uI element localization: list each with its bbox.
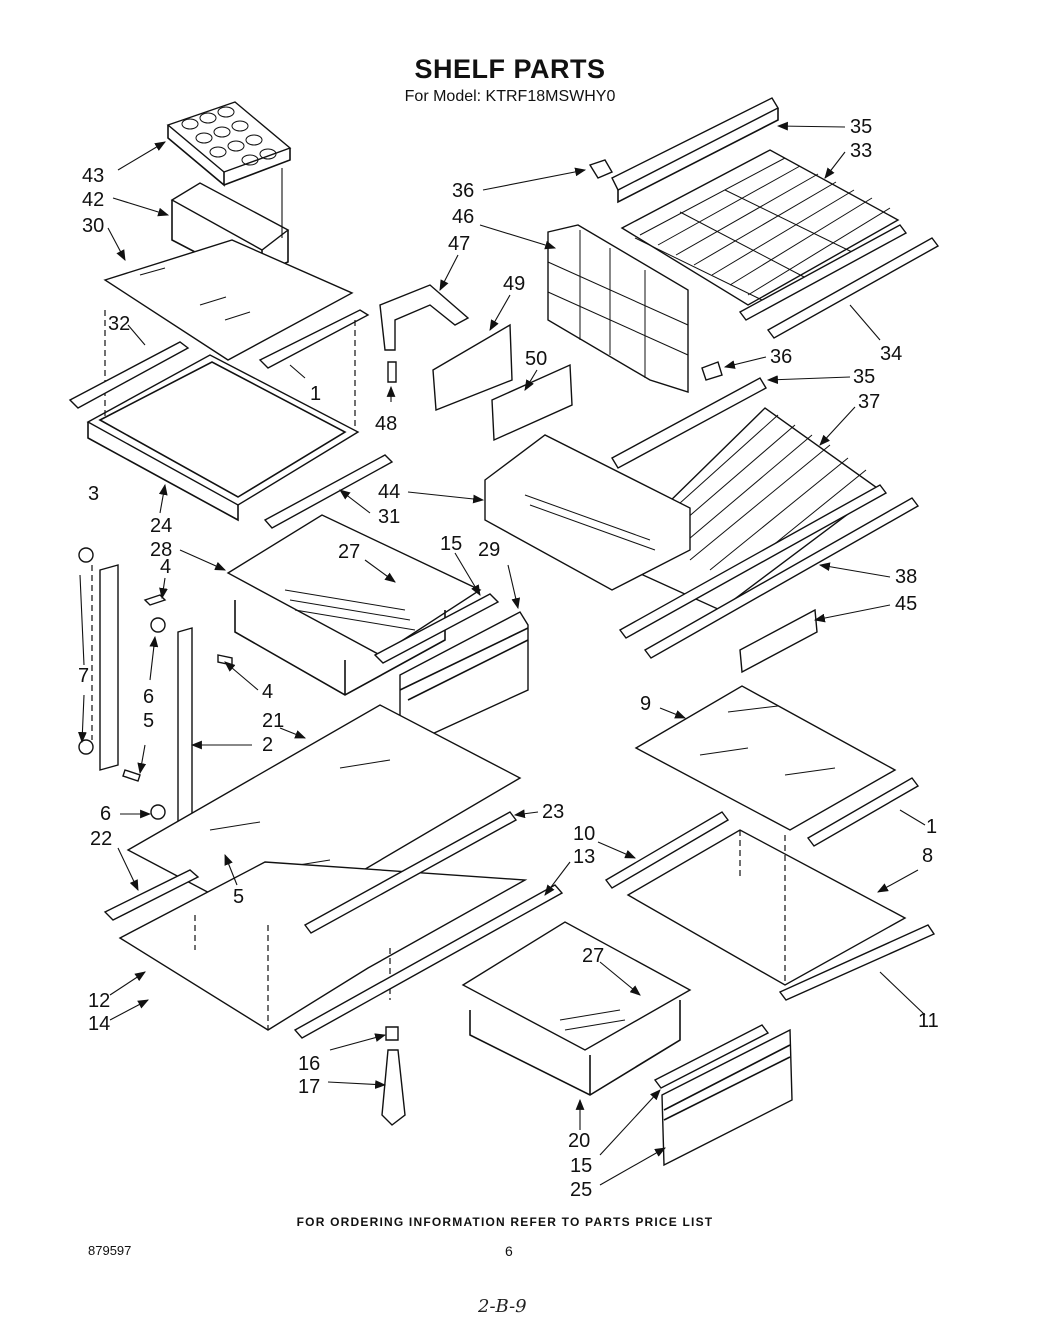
part-rail-34-a <box>738 224 908 321</box>
callout-22: 22 <box>90 828 112 850</box>
callout-21: 21 <box>262 710 284 732</box>
part-shelf-bracket-46 <box>547 224 689 393</box>
callout-28: 28 <box>150 539 172 561</box>
callout-4-mid: 4 <box>262 681 273 703</box>
callout-48: 48 <box>375 413 397 435</box>
callout-42: 42 <box>82 189 104 211</box>
callout-47: 47 <box>448 233 470 255</box>
callout-23: 23 <box>542 801 564 823</box>
part-rail-31 <box>263 454 394 529</box>
callout-2: 2 <box>262 734 273 756</box>
callout-4-top: 4 <box>160 556 171 578</box>
callout-37: 37 <box>858 391 880 413</box>
callout-3: 3 <box>88 483 99 505</box>
part-rail-1-right <box>806 777 920 847</box>
part-crisper-27-lower <box>461 921 692 1096</box>
part-rail-38-a <box>618 484 888 639</box>
callout-30: 30 <box>82 215 104 237</box>
part-trim-15-top <box>373 593 500 664</box>
callout-29: 29 <box>478 539 500 561</box>
callout-27-top: 27 <box>338 541 360 563</box>
callout-45: 45 <box>895 593 917 615</box>
callout-33: 33 <box>850 140 872 162</box>
page-title: SHELF PARTS <box>414 54 606 84</box>
part-rail-13 <box>293 884 564 1039</box>
callout-1: 1 <box>310 383 321 405</box>
part-trim-15-bottom <box>653 1024 770 1089</box>
part-shelf-frame-12 <box>118 861 528 1031</box>
callout-10: 10 <box>573 823 595 845</box>
callout-9: 9 <box>640 693 651 715</box>
part-rail-10 <box>604 811 730 889</box>
callout-5-low: 5 <box>233 886 244 908</box>
callout-27-low: 27 <box>582 945 604 967</box>
part-clip-36 <box>588 159 723 381</box>
model-subtitle: For Model: KTRF18MSWHY0 <box>404 88 616 105</box>
callout-15-top: 15 <box>440 533 462 555</box>
part-shelf-post-16-17 <box>381 1026 406 1126</box>
callout-17: 17 <box>298 1076 320 1098</box>
part-bracket-47 <box>379 284 470 383</box>
part-rail-35-top <box>611 97 779 204</box>
part-bin-44 <box>484 434 691 591</box>
callout-24: 24 <box>150 515 172 537</box>
part-shelf-supports-3-2 <box>78 547 233 858</box>
callout-6-mid: 6 <box>143 686 154 708</box>
callout-6-low: 6 <box>100 803 111 825</box>
part-rail-23 <box>303 811 518 934</box>
part-crisper-front-25 <box>661 1028 793 1167</box>
part-glass-shelf-30 <box>103 239 354 361</box>
part-rail-32 <box>68 341 190 409</box>
callout-50: 50 <box>525 348 547 370</box>
callout-15-low: 15 <box>570 1155 592 1177</box>
handwritten-note: 2-B-9 <box>478 1296 527 1317</box>
callout-38: 38 <box>895 566 917 588</box>
callout-36-bottom: 36 <box>770 346 792 368</box>
callout-49: 49 <box>503 273 525 295</box>
part-egg-tray-43 <box>166 101 292 187</box>
callout-43: 43 <box>82 165 104 187</box>
callout-34: 34 <box>880 343 902 365</box>
callout-8: 8 <box>922 845 933 867</box>
callout-32: 32 <box>108 313 130 335</box>
callout-13: 13 <box>573 846 595 868</box>
callout-35-bottom: 35 <box>853 366 875 388</box>
part-rail-38-b <box>643 497 920 659</box>
callout-11: 11 <box>918 1010 939 1032</box>
document-number: 879597 <box>88 1243 132 1258</box>
callout-7: 7 <box>78 665 89 687</box>
callout-14: 14 <box>88 1013 110 1035</box>
callout-31: 31 <box>378 506 400 528</box>
callout-36-top: 36 <box>452 180 474 202</box>
page-number: 6 <box>505 1243 513 1259</box>
callout-46: 46 <box>452 206 474 228</box>
callout-12: 12 <box>88 990 110 1012</box>
part-rail-35-bottom <box>611 377 767 469</box>
callout-25: 25 <box>570 1179 592 1201</box>
callout-5-mid: 5 <box>143 710 154 732</box>
part-rail-11 <box>778 924 936 1001</box>
part-shelf-frame-8 <box>626 829 907 986</box>
callout-16: 16 <box>298 1053 320 1075</box>
callout-1-right: 1 <box>926 816 937 838</box>
part-cover-45 <box>739 608 818 674</box>
part-wire-shelf-33 <box>620 149 900 306</box>
part-trim-1-top <box>258 309 370 369</box>
part-glass-shelf-9 <box>634 685 897 831</box>
ordering-info-note: FOR ORDERING INFORMATION REFER TO PARTS … <box>296 1215 714 1229</box>
part-shelf-frame-24 <box>86 310 360 522</box>
leader-lines <box>80 121 926 1186</box>
callout-35-top: 35 <box>850 116 872 138</box>
callout-20: 20 <box>568 1130 590 1152</box>
part-rail-34-b <box>766 237 940 339</box>
part-cover-49-50 <box>432 323 573 442</box>
callout-labels: 43 42 30 32 1 48 47 49 50 46 36 35 33 34… <box>78 116 939 1201</box>
callout-44: 44 <box>378 481 400 503</box>
part-rail-22 <box>103 869 200 921</box>
